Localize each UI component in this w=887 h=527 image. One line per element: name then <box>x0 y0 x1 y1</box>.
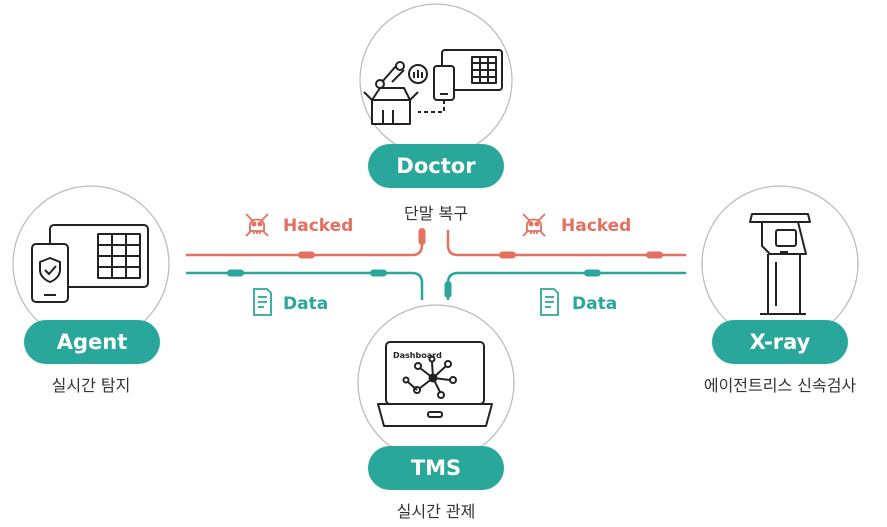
xray-node[interactable]: X-ray 에이전트리스 신속검사 <box>701 185 859 395</box>
agent-node[interactable]: Agent 실시간 탐지 <box>12 185 170 395</box>
xray-circle <box>701 185 859 343</box>
agent-label: Agent <box>57 330 128 354</box>
doctor-caption: 단말 복구 <box>404 204 468 223</box>
doctor-node[interactable]: Doctor 단말 복구 <box>359 3 513 223</box>
document-icon <box>253 288 272 316</box>
agent-caption: 실시간 탐지 <box>52 376 131 395</box>
dashboard-screen-label: Dashboard <box>393 351 442 360</box>
xray-label: X-ray <box>750 330 811 354</box>
skull-icon <box>522 213 546 237</box>
hacked-label-right: Hacked <box>561 216 631 236</box>
data-line-right <box>446 271 686 300</box>
skull-icon <box>245 213 269 237</box>
tms-caption: 실시간 관제 <box>397 502 476 521</box>
tms-node[interactable]: Dashboard TMS 실시간 관제 <box>357 304 515 521</box>
device-shield-icon <box>31 224 149 303</box>
document-icon <box>540 288 559 316</box>
hacked-marker <box>646 251 663 259</box>
xray-pill <box>712 320 848 364</box>
hacked-marker <box>298 251 315 259</box>
tms-label: TMS <box>411 456 461 480</box>
doctor-label: Doctor <box>396 154 476 178</box>
data-marker <box>444 281 452 298</box>
tms-pill <box>368 446 504 490</box>
laptop-dashboard-icon <box>377 341 493 427</box>
hacked-marker <box>418 228 426 245</box>
hacked-label-left: Hacked <box>283 216 353 236</box>
data-label-left: Data <box>283 294 328 314</box>
data-line-left <box>186 271 424 300</box>
hacked-marker <box>499 251 516 259</box>
data-marker <box>584 269 601 277</box>
xray-caption: 에이전트리스 신속검사 <box>704 376 857 395</box>
hacked-line-right <box>446 230 686 257</box>
agent-pill <box>24 320 160 364</box>
data-marker <box>370 269 387 277</box>
data-marker <box>227 269 244 277</box>
data-label-right: Data <box>572 294 617 314</box>
kiosk-icon <box>749 213 811 315</box>
repair-kit-icon <box>363 49 503 125</box>
doctor-pill <box>368 144 504 188</box>
hacked-line-left <box>186 233 424 257</box>
